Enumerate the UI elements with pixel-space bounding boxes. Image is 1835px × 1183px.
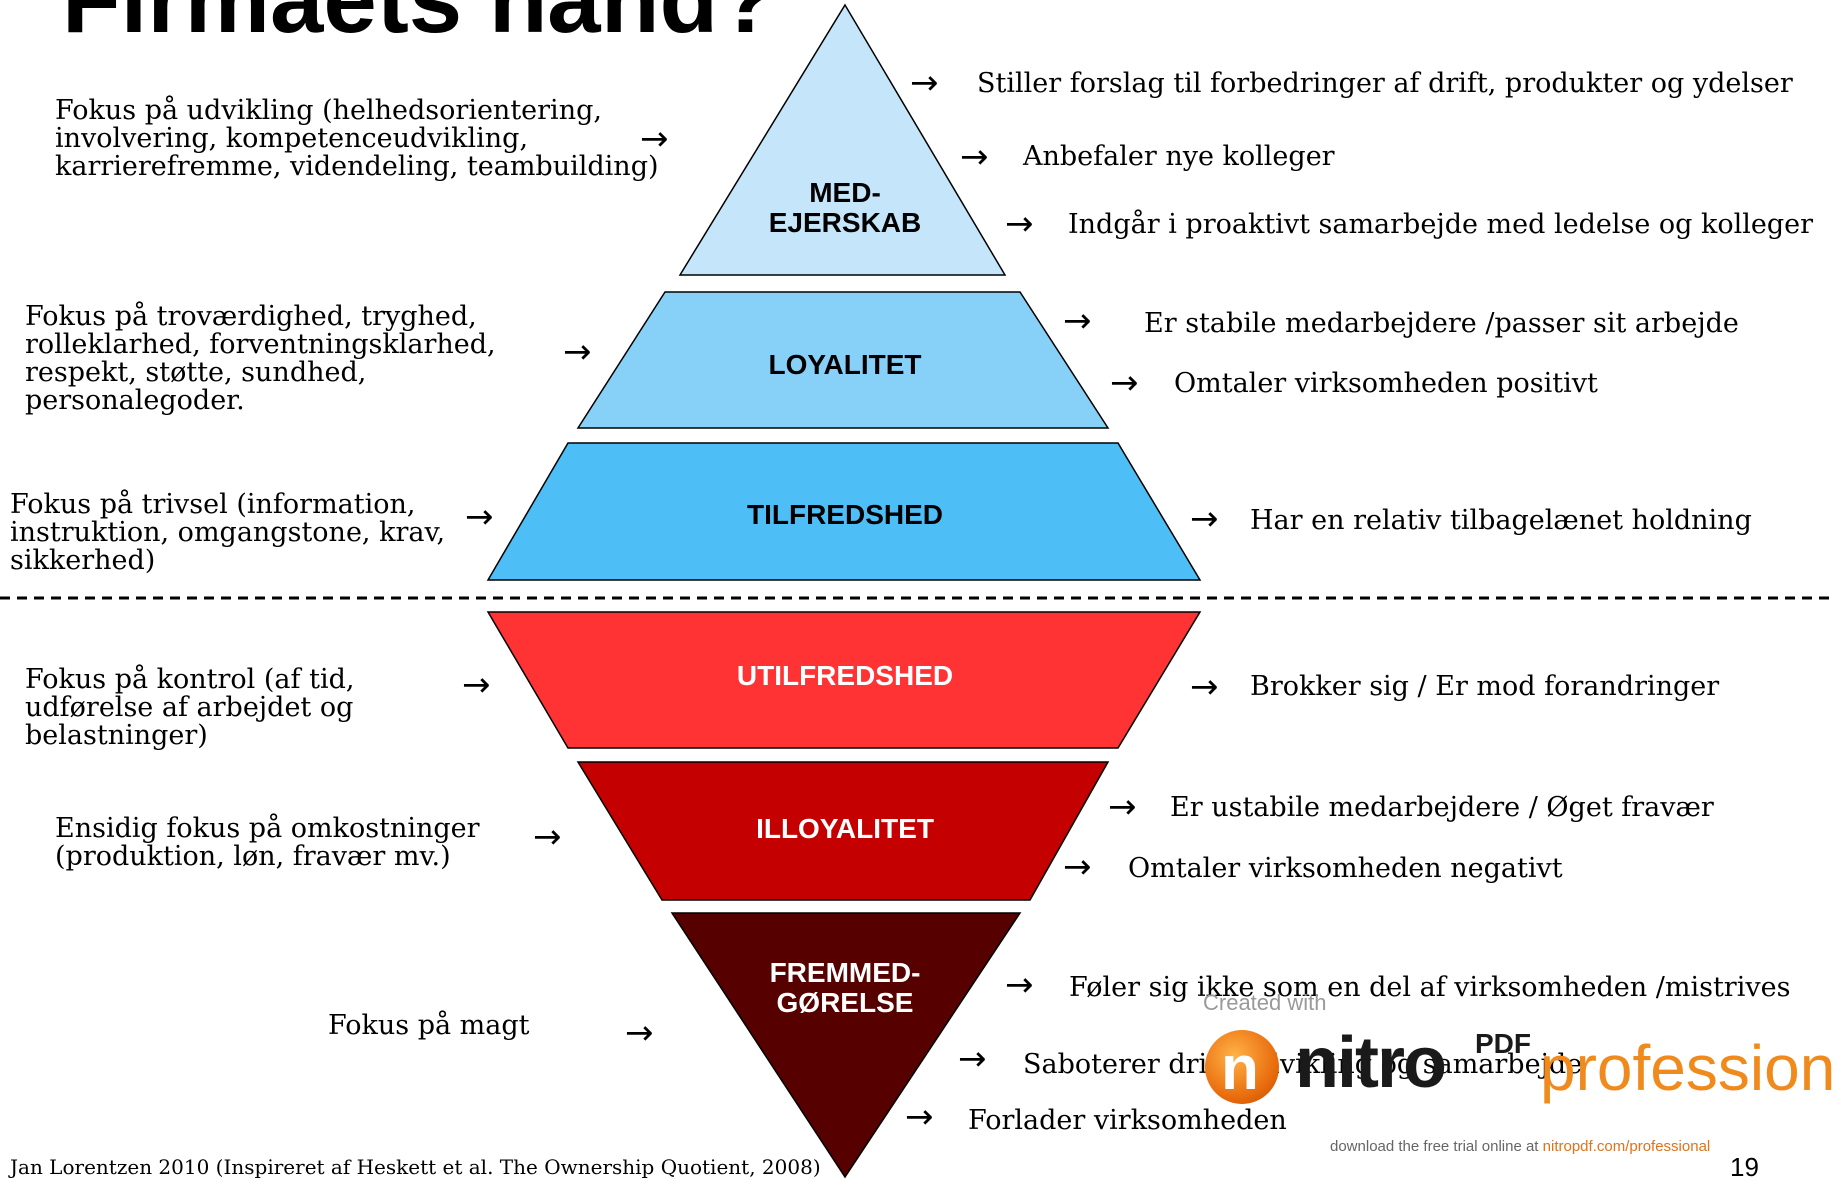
arrow-right-icon: → bbox=[910, 63, 939, 103]
focus-fremmedgorelse: Fokus på magt bbox=[328, 1010, 530, 1041]
level-label-medejerskab: MED-EJERSKAB bbox=[768, 177, 922, 238]
focus-loyalitet: Fokus på troværdighed, tryghed,rolleklar… bbox=[25, 301, 496, 416]
nitro-logo-letter: n bbox=[1221, 1034, 1259, 1103]
level-loyalitet-shape bbox=[576, 291, 1110, 429]
arrow-right-icon: → bbox=[1110, 363, 1139, 403]
outcome-illoyalitet-1: Er ustabile medarbejdere / Øget fravær bbox=[1170, 792, 1714, 823]
watermark-brand: nitro bbox=[1295, 1023, 1447, 1103]
watermark-created-with: Created with bbox=[1203, 990, 1327, 1015]
arrow-right-icon: → bbox=[1005, 204, 1034, 244]
outcome-loyalitet-2: Omtaler virksomheden positivt bbox=[1174, 368, 1598, 399]
focus-tilfredshed: Fokus på trivsel (information,instruktio… bbox=[10, 489, 446, 576]
arrow-right-icon: → bbox=[1108, 787, 1137, 827]
level-tilfredshed-shape bbox=[486, 442, 1202, 581]
arrow-right-icon: → bbox=[465, 497, 494, 537]
level-label-utilfredshed: UTILFREDSHED bbox=[736, 660, 954, 691]
nitro-logo-icon bbox=[1205, 1030, 1279, 1104]
arrow-right-icon: → bbox=[640, 119, 669, 159]
watermark-edition: professional bbox=[1540, 1032, 1835, 1104]
arrow-right-icon: → bbox=[1005, 965, 1034, 1005]
arrow-right-icon: → bbox=[958, 1039, 987, 1079]
arrow-right-icon: → bbox=[1063, 301, 1092, 341]
focus-illoyalitet: Ensidig fokus på omkostninger(produktion… bbox=[55, 813, 480, 872]
focus-utilfredshed: Fokus på kontrol (af tid,udførelse af ar… bbox=[25, 664, 355, 751]
footer-credit: Jan Lorentzen 2010 (Inspireret af Hesket… bbox=[10, 1155, 821, 1179]
arrow-right-icon: → bbox=[462, 665, 491, 705]
level-illoyalitet-shape bbox=[576, 761, 1110, 901]
arrow-right-icon: → bbox=[563, 332, 592, 372]
page-title: Firmaets hånd? bbox=[62, 0, 777, 48]
outcome-medejerskab-1: Stiller forslag til forbedringer af drif… bbox=[977, 68, 1793, 99]
outcome-illoyalitet-2: Omtaler virksomheden negativt bbox=[1128, 853, 1563, 884]
arrow-right-icon: → bbox=[960, 137, 989, 177]
level-label-illoyalitet: ILLOYALITET bbox=[756, 813, 934, 844]
level-medejerskab-shape bbox=[678, 3, 1007, 276]
outcome-fremmedgorelse-2: Saboterer drift, udvikling og samarbejde bbox=[1023, 1049, 1583, 1080]
level-fremmedgorelse-shape bbox=[670, 912, 1022, 1179]
level-label-tilfredshed: TILFREDSHED bbox=[747, 499, 943, 530]
focus-medejerskab: Fokus på udvikling (helhedsorientering,i… bbox=[55, 95, 659, 182]
outcome-medejerskab-2: Anbefaler nye kolleger bbox=[1023, 141, 1335, 172]
watermark-download: download the free trial online at nitrop… bbox=[1330, 1138, 1711, 1155]
outcome-tilfredshed-1: Har en relativ tilbagelænet holdning bbox=[1250, 505, 1752, 536]
outcome-medejerskab-3: Indgår i proaktivt samarbejde med ledels… bbox=[1068, 209, 1814, 240]
arrow-right-icon: → bbox=[905, 1097, 934, 1137]
arrow-right-icon: → bbox=[625, 1013, 654, 1053]
watermark-pdf: PDF bbox=[1475, 1028, 1531, 1059]
level-label-loyalitet: LOYALITET bbox=[768, 349, 922, 380]
page-number: 19 bbox=[1730, 1152, 1759, 1182]
arrow-right-icon: → bbox=[1190, 667, 1219, 707]
outcome-utilfredshed-1: Brokker sig / Er mod forandringer bbox=[1250, 671, 1720, 702]
outcome-fremmedgorelse-1: Føler sig ikke som en del af virksomhede… bbox=[1069, 972, 1791, 1003]
level-label-fremmedgorelse: FREMMED-GØRELSE bbox=[769, 957, 921, 1018]
level-utilfredshed-shape bbox=[486, 611, 1202, 749]
outcome-fremmedgorelse-3: Forlader virksomheden bbox=[968, 1105, 1287, 1136]
arrow-right-icon: → bbox=[1063, 847, 1092, 887]
outcome-loyalitet-1: Er stabile medarbejdere /passer sit arbe… bbox=[1144, 308, 1739, 339]
arrow-right-icon: → bbox=[1190, 499, 1219, 539]
arrow-right-icon: → bbox=[533, 817, 562, 857]
